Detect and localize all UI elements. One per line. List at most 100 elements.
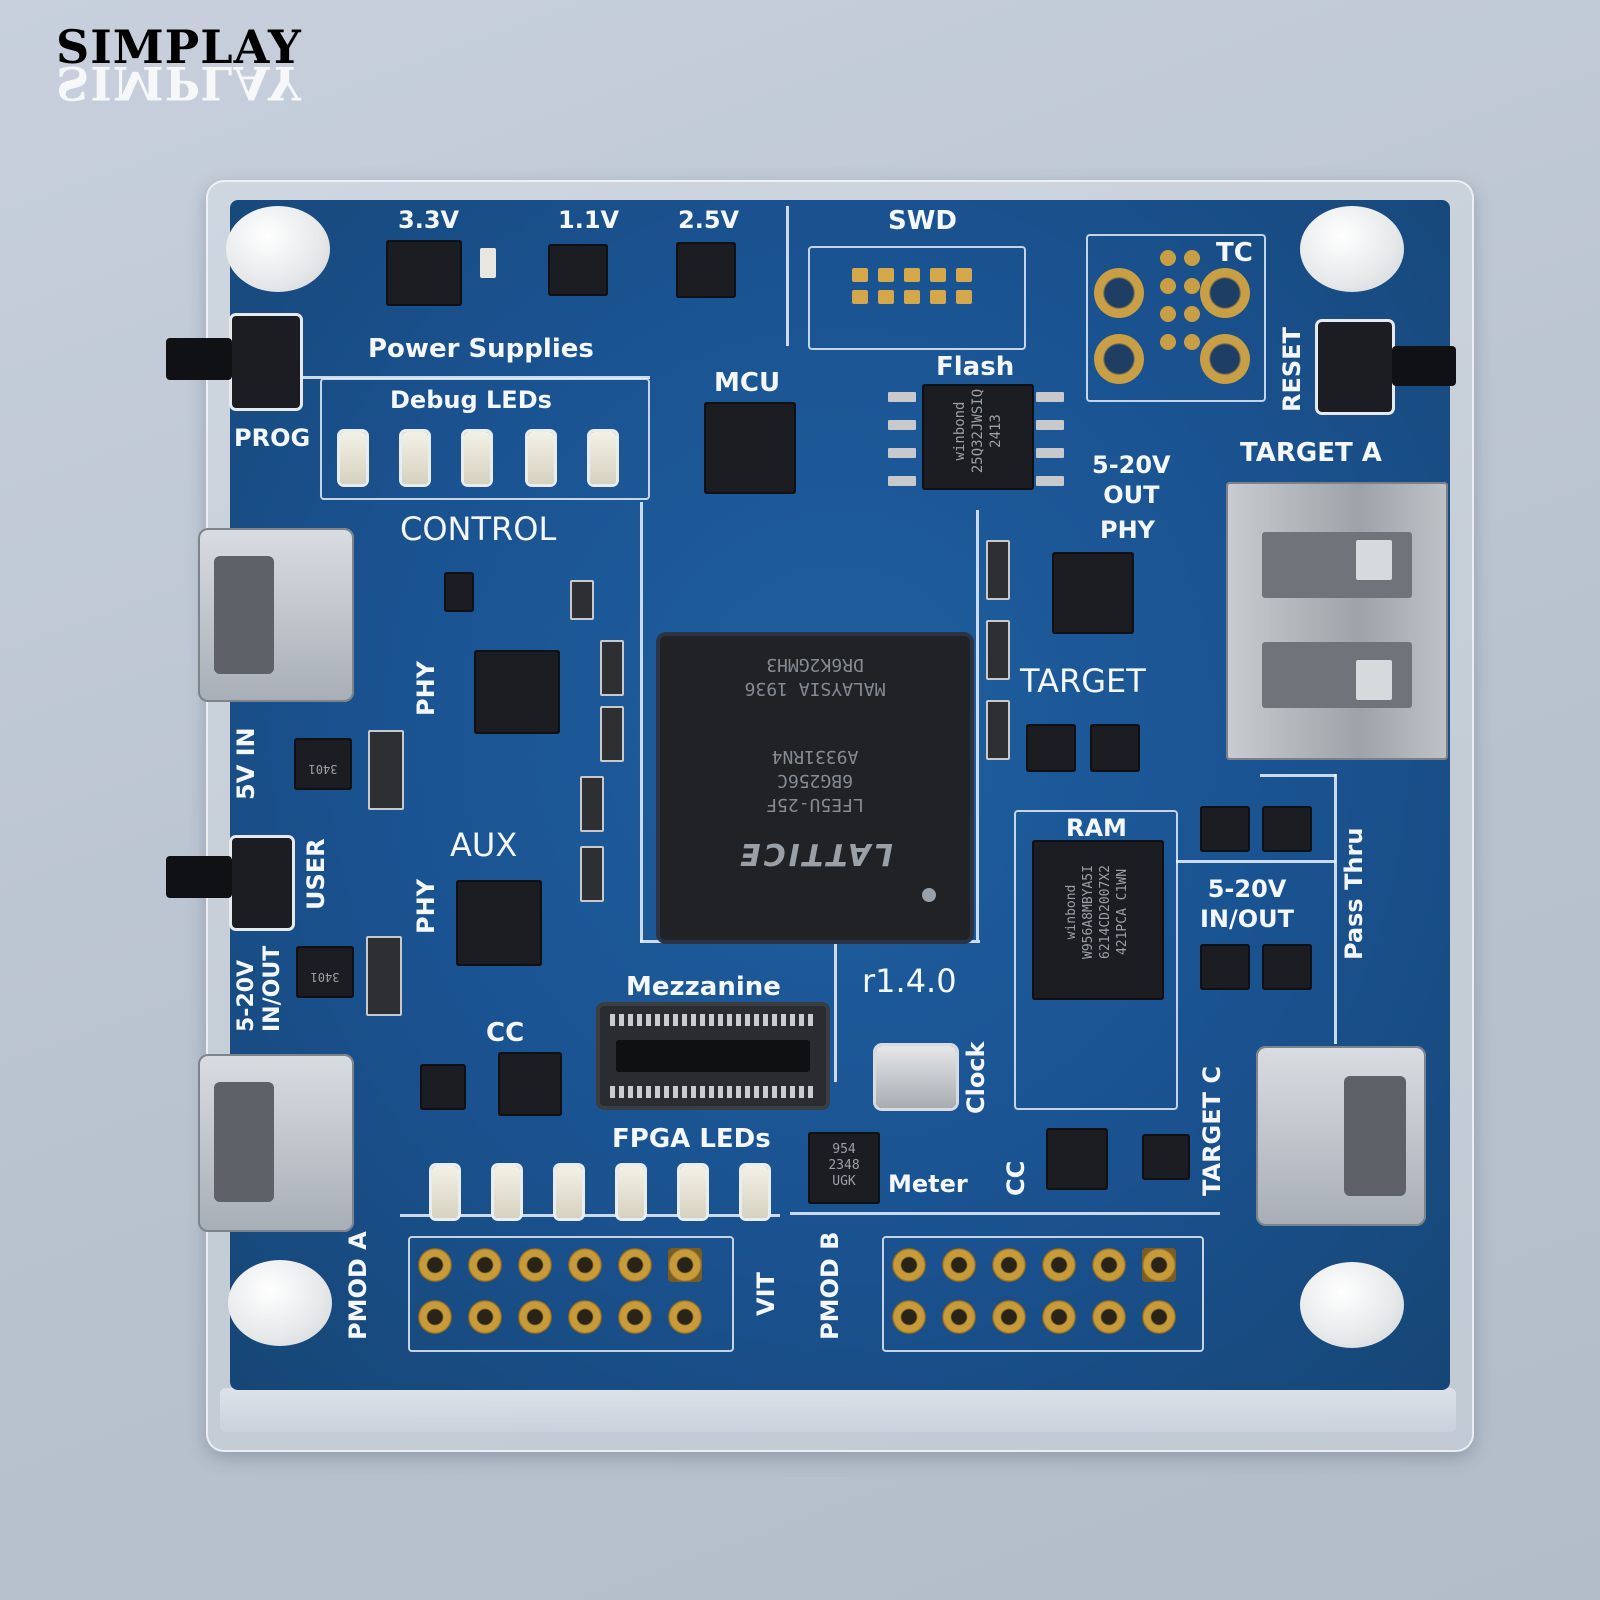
label-clock: Clock [962, 1041, 990, 1114]
label-target-a: TARGET A [1240, 438, 1382, 468]
small-ic [444, 572, 474, 612]
fpga-led [494, 1166, 520, 1218]
ram-chip [1032, 840, 1164, 1000]
meter-chip [808, 1132, 880, 1204]
user-button[interactable] [232, 838, 292, 928]
mezzanine-connector[interactable] [600, 1006, 826, 1106]
flash-chip-marking: winbond 25Q32JWSIQ 2413 [952, 388, 1004, 474]
debug-led [340, 432, 366, 484]
trace [300, 376, 650, 379]
label-fpga-leds: FPGA LEDs [612, 1124, 771, 1154]
watermark-logo-reflection: SIMPLAY [56, 56, 302, 110]
tc-mount-hole [1200, 268, 1250, 318]
tc-pad [1160, 278, 1176, 294]
cc-right-chip [1046, 1128, 1108, 1190]
meter-chip-marking: 954 2348 UGK [828, 1142, 860, 1189]
usba-tab [1356, 660, 1392, 700]
label-tc: TC [1216, 238, 1253, 268]
tc-pad [1160, 250, 1176, 266]
acrylic-case-edge [220, 1388, 1456, 1432]
fpga-marking-line: 6BG256C [777, 770, 853, 791]
prog-button[interactable] [232, 316, 300, 408]
tc-pad [1184, 334, 1200, 350]
trace [1334, 774, 1337, 1044]
tc-pad [1160, 306, 1176, 322]
trace [640, 940, 980, 943]
label-5-20v-inout-right: 5-20V IN/OUT [1200, 875, 1295, 933]
regulator-left-bottom [296, 946, 354, 998]
label-reset: RESET [1278, 327, 1306, 412]
resistor [580, 776, 604, 832]
debug-led [590, 432, 616, 484]
resistor [600, 706, 624, 762]
user-button-plunger[interactable] [166, 856, 232, 898]
label-pmod-a: PMOD A [344, 1231, 372, 1340]
resistor [600, 640, 624, 696]
mezzanine-slot [616, 1040, 810, 1072]
label-3v3: 3.3V [398, 206, 460, 234]
debug-led [464, 432, 490, 484]
tc-pad [1184, 306, 1200, 322]
label-pmod-b: PMOD B [816, 1231, 844, 1340]
label-debug-leds: Debug LEDs [390, 386, 552, 414]
small-ic [1200, 806, 1250, 852]
regulator-left-top-marking: 3401 [308, 762, 338, 776]
swd-header[interactable] [852, 268, 982, 304]
diode [366, 936, 402, 1016]
diode [368, 730, 404, 810]
control-usbc-opening [214, 556, 274, 674]
aux-usbc-opening [214, 1082, 274, 1202]
debug-led [528, 432, 554, 484]
label-mezzanine: Mezzanine [626, 972, 781, 1002]
trace [400, 1214, 780, 1217]
tc-pad [1160, 334, 1176, 350]
fpga-marking-line: LFE5U-25F [766, 794, 864, 815]
label-phy-target: PHY [1100, 516, 1156, 544]
mezzanine-pins [610, 1086, 816, 1098]
flash-chip [922, 384, 1034, 490]
label-1v1: 1.1V [558, 206, 620, 234]
label-version: r1.4.0 [862, 962, 957, 1000]
small-ic [1200, 944, 1250, 990]
label-meter: Meter [888, 1170, 968, 1198]
label-2v5: 2.5V [678, 206, 740, 234]
tc-pad [1184, 250, 1200, 266]
small-ic [1142, 1134, 1190, 1180]
label-5-20v-out: 5-20V OUT [1092, 451, 1171, 509]
regulator-1v1 [548, 244, 608, 296]
trace [834, 942, 837, 1082]
swd-frame [808, 246, 1026, 350]
label-flash: Flash [936, 352, 1015, 382]
trace [790, 1212, 1220, 1215]
pmod-b-header[interactable] [892, 1248, 1192, 1334]
prog-button-plunger[interactable] [166, 338, 232, 380]
mezzanine-pins [610, 1014, 816, 1026]
fpga-led [618, 1166, 644, 1218]
tc-pad [1184, 278, 1200, 294]
cc-left-chip [498, 1052, 562, 1116]
small-ic [1262, 806, 1312, 852]
standoff-top-right [1300, 206, 1404, 292]
tc-mount-hole [1200, 334, 1250, 384]
fpga-marking-line: DR6K2GMH3 [766, 654, 864, 675]
fpga-led [680, 1166, 706, 1218]
label-swd: SWD [888, 206, 957, 236]
small-ic [1026, 724, 1076, 772]
pmod-a-header[interactable] [418, 1248, 718, 1334]
label-control: CONTROL [400, 510, 557, 548]
pmod-b-frame [882, 1236, 1204, 1352]
trace [976, 510, 979, 940]
trace [1176, 860, 1336, 863]
usba-tab [1356, 540, 1392, 580]
regulator-2v5 [676, 242, 736, 298]
reset-button[interactable] [1318, 322, 1392, 412]
tc-frame [1086, 234, 1266, 402]
label-5-20v-inout-left: 5-20V IN/OUT [234, 945, 285, 1032]
regulator-left-bottom-marking: 3401 [310, 970, 340, 984]
capacitor [480, 248, 496, 278]
fpga-led [742, 1166, 768, 1218]
reset-button-plunger[interactable] [1392, 346, 1456, 386]
target-a-usba-port[interactable] [1226, 482, 1448, 760]
ram-frame [1014, 810, 1178, 1110]
watermark-logo: SIMPLAY [56, 20, 302, 74]
